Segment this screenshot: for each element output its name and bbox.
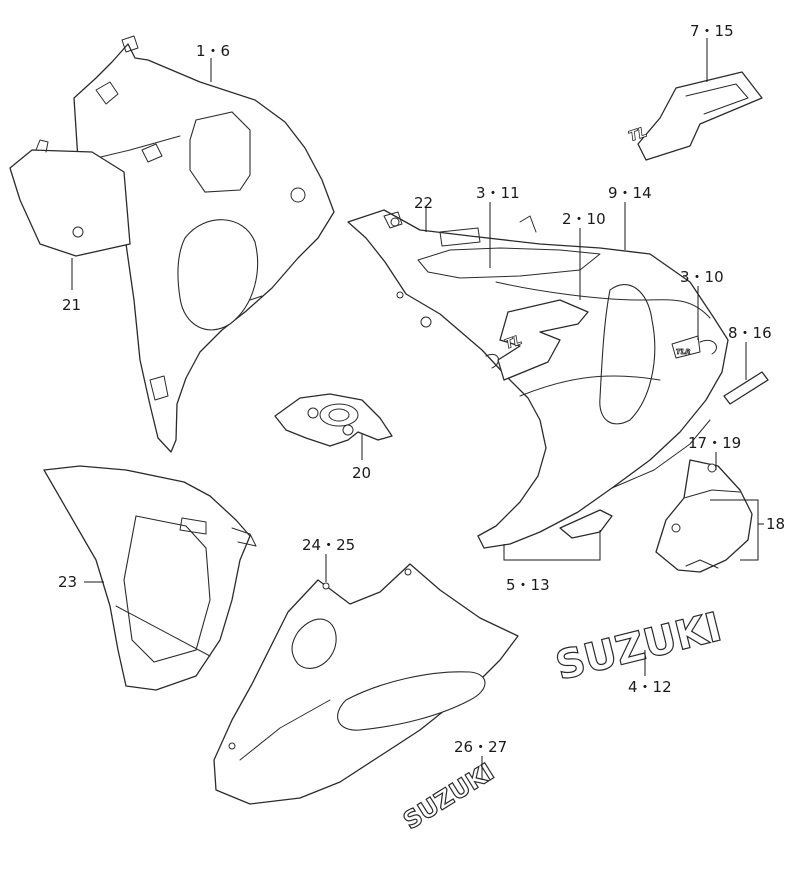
under-cowl — [213, 563, 519, 805]
callout-23: 23 — [58, 573, 77, 591]
suzuki-decal-large: SUZUKI — [551, 604, 727, 691]
callout-labels: 1・6 7・15 22 3・11 9・14 2・10 3・10 8・16 21 … — [58, 22, 785, 756]
callout-8-16: 8・16 — [728, 324, 772, 342]
inner-lower-panel — [43, 465, 257, 691]
strip-decal — [723, 371, 769, 405]
callout-7-15: 7・15 — [690, 22, 734, 40]
callout-22: 22 — [414, 194, 433, 212]
suzuki-decal-large-text: SUZUKI — [551, 604, 726, 689]
gasket-plate — [274, 393, 393, 447]
callout-5-13: 5・13 — [506, 576, 550, 594]
side-cowling: TL TLR — [347, 209, 729, 549]
svg-text:TL: TL — [503, 333, 524, 353]
callout-21: 21 — [62, 296, 81, 314]
callout-2-10: 2・10 — [562, 210, 606, 228]
fin-decal — [559, 509, 613, 539]
suzuki-decal-small: SUZUKI — [398, 757, 500, 836]
small-side-cover — [655, 459, 753, 573]
leader-lines — [71, 38, 764, 780]
callout-4-12: 4・12 — [628, 678, 672, 696]
callout-9-14: 9・14 — [608, 184, 652, 202]
rx-decal: TL — [626, 71, 763, 161]
callout-20: 20 — [352, 464, 371, 482]
inner-cowl-panel — [73, 35, 335, 453]
callout-3-10: 3・10 — [680, 268, 724, 286]
callout-18: 18 — [766, 515, 785, 533]
callout-26-27: 26・27 — [454, 738, 507, 756]
svg-text:TL: TL — [627, 124, 650, 145]
svg-text:TLR: TLR — [676, 348, 691, 356]
bracket-panel — [9, 139, 131, 257]
callout-17-19: 17・19 — [688, 434, 741, 452]
suzuki-decal-small-text: SUZUKI — [398, 758, 499, 835]
callout-1-6: 1・6 — [196, 42, 230, 60]
callout-24-25: 24・25 — [302, 536, 355, 554]
callout-3-11: 3・11 — [476, 184, 520, 202]
